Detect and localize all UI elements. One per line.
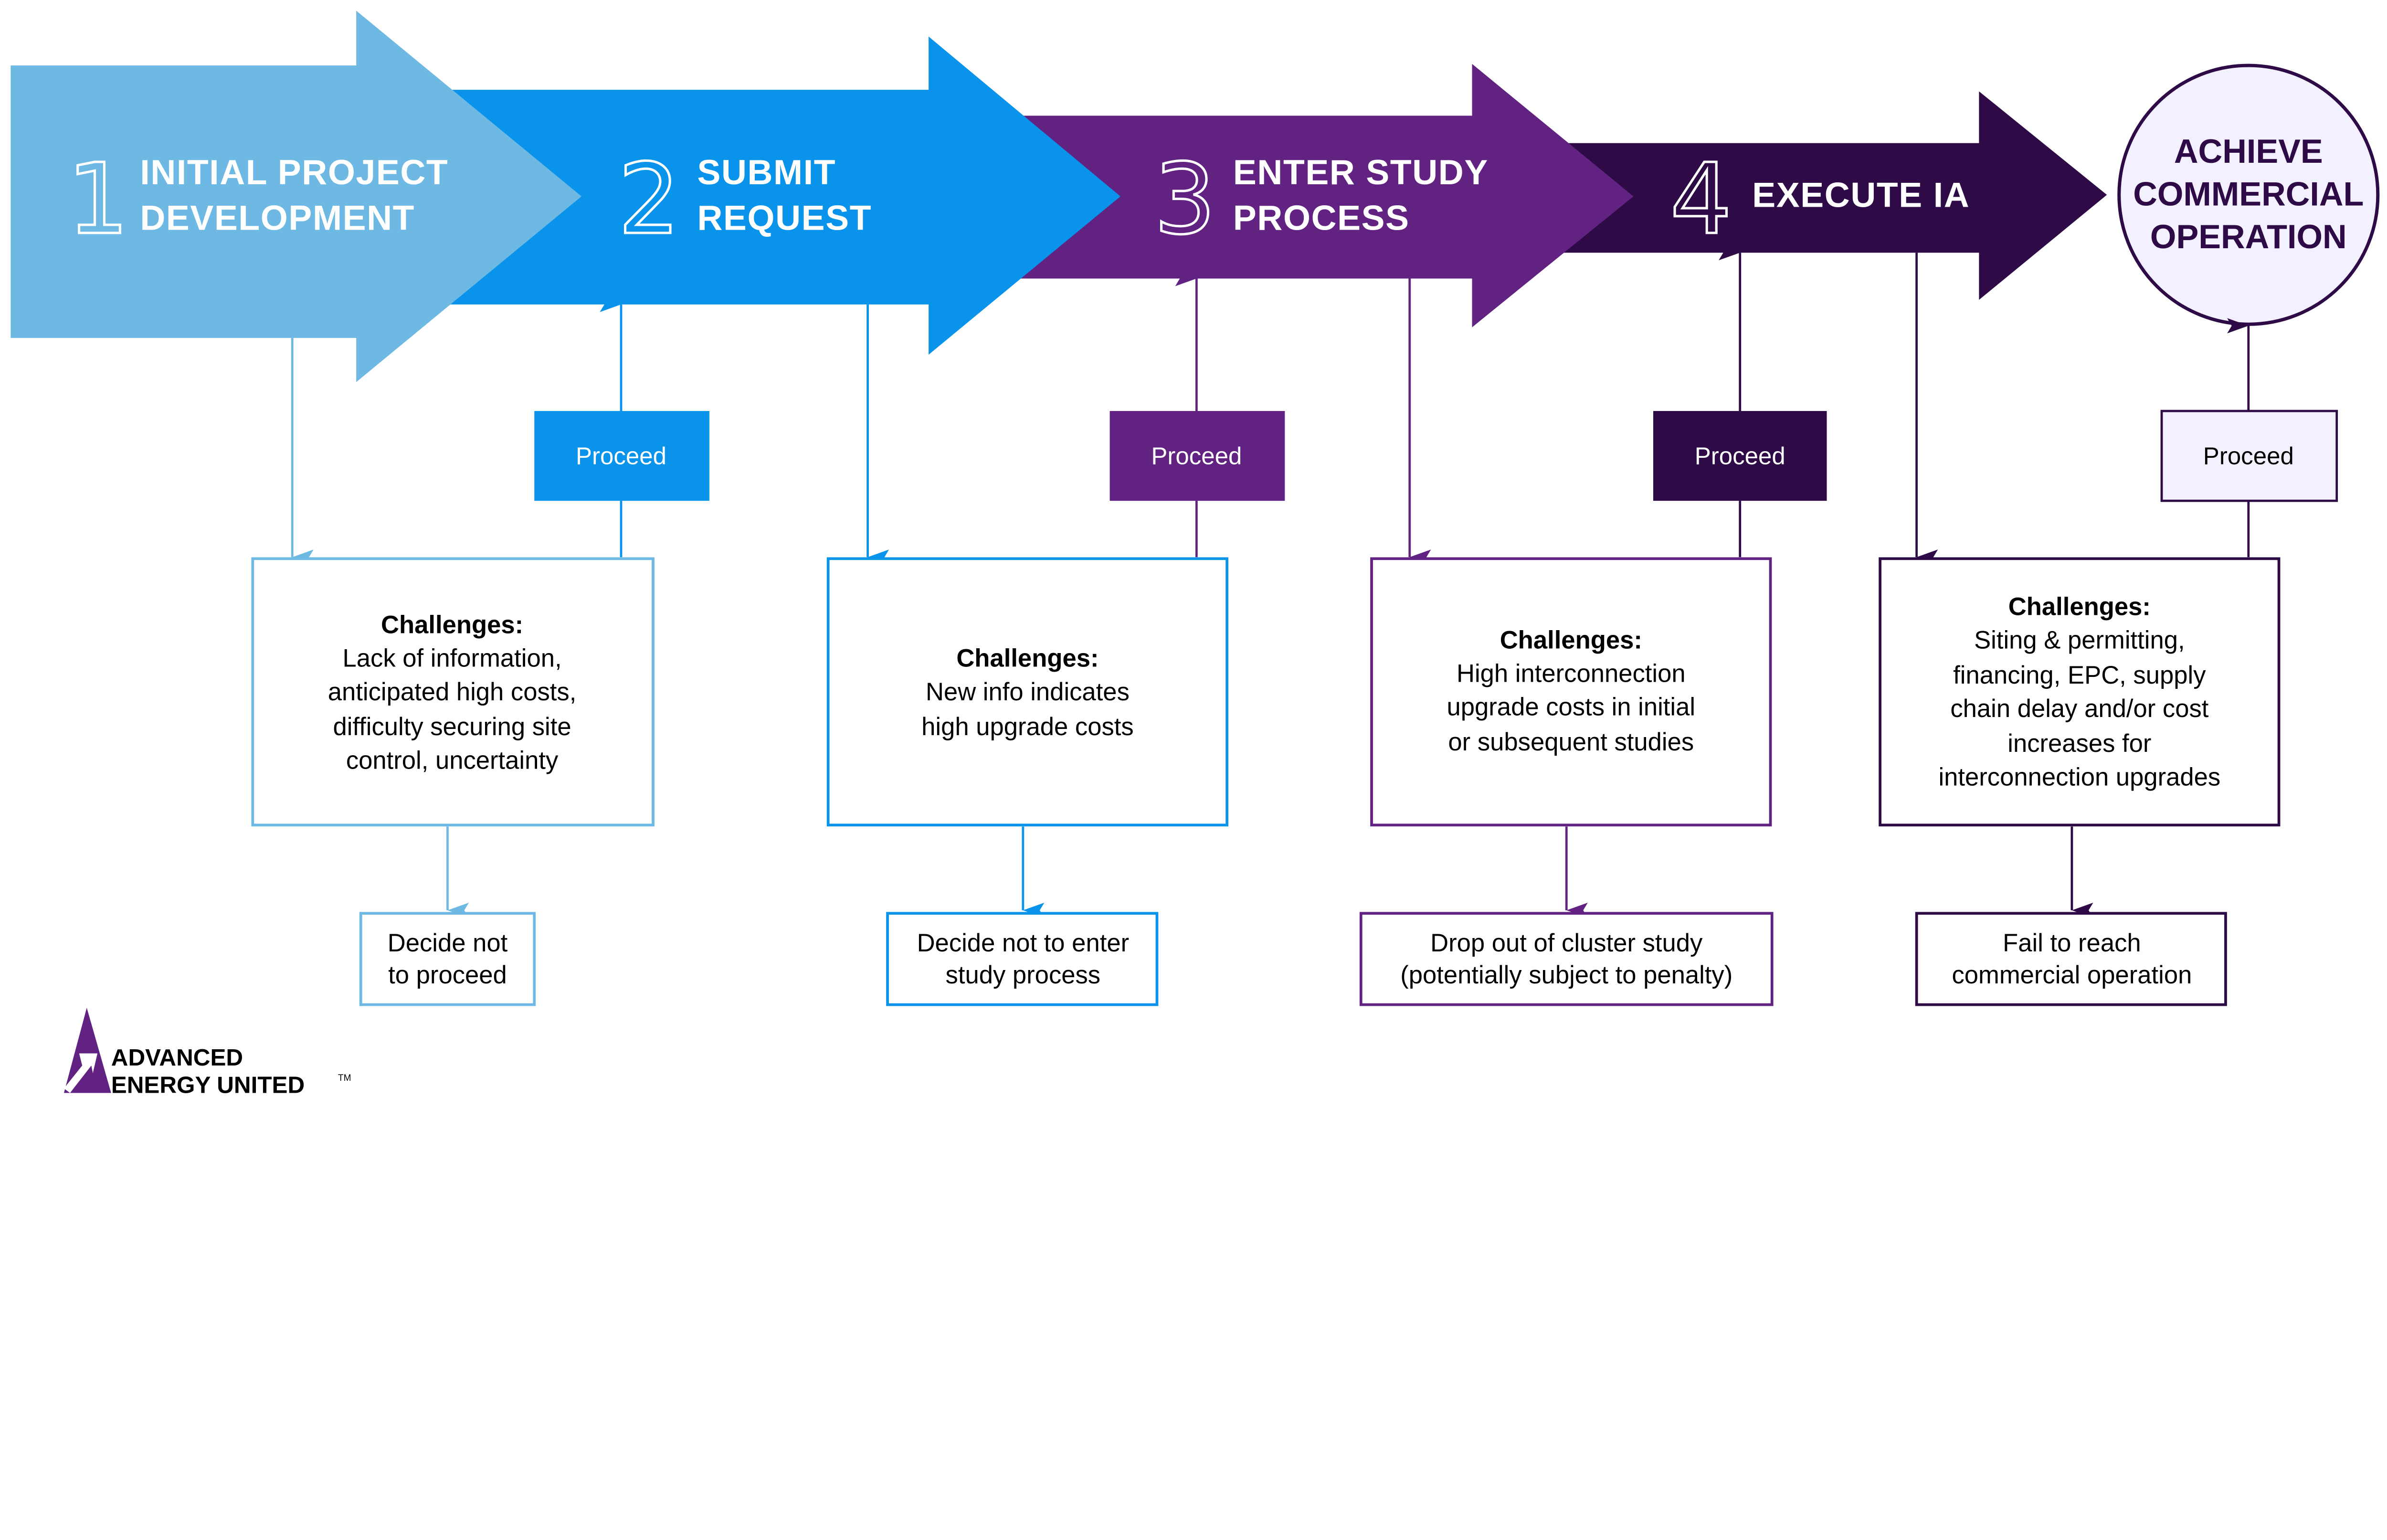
- stage-3-title: PROCESS: [1233, 199, 1410, 238]
- outcome-box-4: [1915, 912, 2227, 1006]
- challenges-heading: Challenges:: [1500, 626, 1642, 654]
- logo-text: ENERGY UNITED: [111, 1072, 305, 1098]
- outcome-box-2: [886, 912, 1159, 1006]
- outcome-text: (potentially subject to penalty): [1400, 961, 1732, 989]
- challenges-box-4: [1879, 557, 2281, 827]
- challenges-text: or subsequent studies: [1448, 728, 1694, 756]
- logo-triangle-icon: [63, 1007, 111, 1093]
- outcome-text: to proceed: [388, 961, 507, 989]
- final-stage-title: OPERATION: [2150, 218, 2347, 255]
- proceed-label: Proceed: [1151, 443, 1242, 470]
- stage-2-arrow: [426, 36, 1120, 355]
- final-stage-title: ACHIEVE: [2174, 132, 2323, 170]
- proceed-box-2: [1109, 411, 1285, 501]
- outcome-text: Decide not to enter: [917, 929, 1130, 957]
- challenges-heading: Challenges:: [381, 611, 523, 639]
- outcome-text: Fail to reach: [2003, 929, 2141, 957]
- challenges-text: High interconnection: [1457, 660, 1686, 688]
- challenges-text: financing, EPC, supply: [1953, 661, 2206, 689]
- outcome-box-1: [359, 912, 536, 1006]
- outcome-text: commercial operation: [1952, 961, 2192, 989]
- final-stage-circle: [2117, 63, 2380, 326]
- stage-1-title: INITIAL PROJECT: [140, 153, 448, 192]
- challenges-text: high upgrade costs: [921, 713, 1134, 741]
- challenges-text: interconnection upgrades: [1938, 763, 2220, 791]
- stage-2-number: 2: [618, 143, 680, 256]
- proceed-label: Proceed: [1695, 443, 1785, 470]
- challenges-text: chain delay and/or cost: [1950, 695, 2208, 723]
- proceed-label: Proceed: [2203, 443, 2294, 470]
- logo-text: ADVANCED: [111, 1044, 243, 1071]
- stage-3-title: ENTER STUDY: [1233, 153, 1489, 192]
- stage-1-title: DEVELOPMENT: [140, 199, 415, 238]
- stage-2-title: SUBMIT: [697, 153, 836, 192]
- advanced-energy-united-logo: ADVANCED ENERGY UNITED TM: [63, 1007, 351, 1098]
- challenges-box-1: [251, 557, 655, 827]
- challenges-text: upgrade costs in initial: [1447, 693, 1696, 721]
- proceed-box-1: [534, 411, 709, 501]
- challenges-text: difficulty securing site: [333, 713, 571, 741]
- challenges-box-3: [1370, 557, 1772, 827]
- logo-trademark: TM: [338, 1073, 351, 1083]
- outcome-text: study process: [946, 961, 1101, 989]
- stage-1-number: 1: [67, 143, 129, 256]
- stage-2-title: REQUEST: [697, 199, 872, 238]
- outcome-box-3: [1359, 912, 1774, 1006]
- challenges-text: New info indicates: [926, 678, 1130, 706]
- stage-3-arrow: [944, 63, 1634, 327]
- proceed-box-3: [1653, 411, 1827, 501]
- outcome-text: Decide not: [388, 929, 508, 957]
- interconnection-process-diagram: 1 INITIAL PROJECT DEVELOPMENT 2 SUBMIT R…: [11, 11, 2380, 1098]
- challenges-text: Siting & permitting,: [1974, 626, 2185, 654]
- proceed-box-4: [2160, 410, 2338, 502]
- stage-4-number: 4: [1670, 143, 1732, 256]
- challenges-box-2: [826, 557, 1229, 827]
- outcome-text: Drop out of cluster study: [1430, 929, 1703, 957]
- challenges-text: anticipated high costs,: [328, 678, 577, 706]
- challenges-text: Lack of information,: [343, 644, 562, 673]
- challenges-heading: Challenges:: [956, 644, 1098, 673]
- challenges-text: control, uncertainty: [346, 746, 559, 774]
- logo-arrow-icon: [63, 1053, 98, 1093]
- stage-4-title: EXECUTE IA: [1752, 176, 1970, 215]
- final-stage-title: COMMERCIAL: [2133, 175, 2364, 212]
- challenges-text: increases for: [2007, 729, 2151, 758]
- stage-3-number: 3: [1154, 143, 1216, 256]
- proceed-label: Proceed: [576, 443, 666, 470]
- challenges-heading: Challenges:: [2008, 592, 2151, 621]
- stage-1-arrow: [11, 11, 582, 382]
- stage-4-arrow: [1491, 91, 2107, 300]
